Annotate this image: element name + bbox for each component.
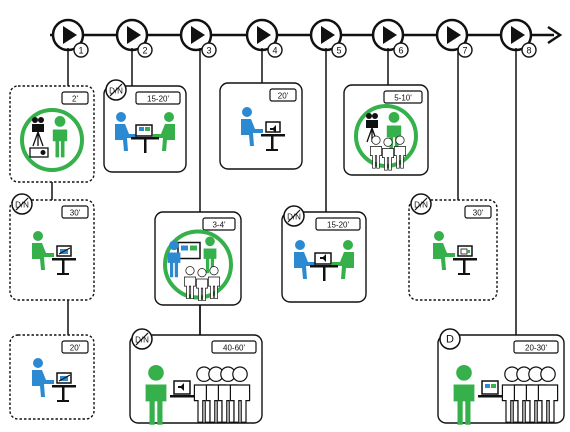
- step-4-play-icon: [245, 18, 279, 52]
- card-c1a: 2': [9, 85, 95, 183]
- day-night-badge: D/N: [105, 79, 127, 101]
- step-3-play-icon: [179, 18, 213, 52]
- duration-label: 20': [61, 340, 89, 354]
- duration-label: 40-60': [211, 340, 257, 354]
- step-number-badge: 6: [393, 42, 409, 58]
- step-7-play-icon: [435, 18, 469, 52]
- step-6-play-icon: [371, 18, 405, 52]
- day-badge: D: [439, 328, 461, 350]
- badge-text: D/N: [135, 336, 149, 345]
- card-c7: 30' D/N: [408, 193, 498, 301]
- duration-text: 40-60': [223, 344, 245, 353]
- duration-label: 15-20': [315, 217, 361, 231]
- card-c2: 15-20' D/N: [103, 79, 187, 173]
- scene-two-at-laptop-audio: [294, 240, 354, 281]
- step-number: 4: [272, 46, 277, 56]
- card-c3b: 40-60' D/N: [129, 328, 263, 425]
- step-number: 2: [142, 46, 147, 56]
- duration-label: 20': [269, 88, 297, 102]
- timeline: 1 2 3 4 5 6 7 8: [50, 18, 563, 58]
- day-night-badge: D/N: [11, 193, 33, 215]
- step-number-badge: 2: [137, 42, 153, 58]
- step-number: 1: [78, 46, 83, 56]
- duration-text: 30': [473, 209, 484, 218]
- badge-text: D/N: [15, 201, 29, 210]
- duration-text: 20-30': [525, 344, 547, 353]
- badge-text: D/N: [109, 87, 123, 96]
- duration-text: 20': [70, 344, 81, 353]
- card-c1c: 20': [9, 334, 95, 420]
- step-1-play-icon: [51, 18, 85, 52]
- step-number-badge: 3: [201, 42, 217, 58]
- duration-label: 30': [464, 205, 492, 219]
- scene-solo-laptop-video: [433, 231, 478, 276]
- card-c1b: 30' D/N: [9, 193, 95, 301]
- day-night-badge: D/N: [283, 205, 305, 227]
- duration-label: 30': [61, 205, 89, 219]
- day-night-badge: D/N: [410, 193, 432, 215]
- card-c5: 15-20' D/N: [281, 205, 367, 303]
- duration-label: 3-4': [202, 217, 236, 231]
- scene-solo-laptop-green: [32, 231, 77, 276]
- scene-presenter-group: [163, 229, 233, 302]
- scene-audience-audio: [145, 365, 251, 425]
- step-number: 5: [336, 46, 341, 56]
- card-c6: 5-10': [343, 84, 429, 176]
- card-c8: 20-30' D: [437, 328, 565, 425]
- step-number-badge: 4: [267, 42, 283, 58]
- duration-text: 20': [278, 92, 289, 101]
- badge-text: D: [446, 334, 454, 346]
- step-number-badge: 8: [521, 42, 537, 58]
- day-night-badge: D/N: [131, 328, 153, 350]
- step-number: 7: [462, 46, 467, 56]
- step-number-badge: 7: [457, 42, 473, 58]
- scene-two-at-laptop: [115, 112, 175, 153]
- step-number-badge: 1: [73, 42, 89, 58]
- scene-film-group: [354, 104, 418, 171]
- duration-text: 15-20': [147, 95, 169, 104]
- duration-text: 3-4': [212, 221, 226, 230]
- badge-text: D/N: [414, 201, 428, 210]
- step-number: 6: [398, 46, 403, 56]
- scene-film-observer: [20, 108, 84, 172]
- scene-solo-laptop-blue: [32, 358, 77, 403]
- badge-text: D/N: [287, 213, 301, 222]
- connectors: [51, 48, 517, 335]
- timeline-arrowhead: [547, 25, 563, 45]
- scene-solo-laptop-audio: [241, 107, 286, 152]
- duration-label: 5-10': [383, 90, 423, 104]
- duration-label: 20-30': [513, 340, 559, 354]
- scene-audience-video: [453, 365, 559, 425]
- duration-text: 2': [72, 95, 78, 104]
- card-c4: 20': [219, 82, 303, 170]
- card-c3a: 3-4': [154, 211, 242, 306]
- duration-text: 15-20': [327, 221, 349, 230]
- step-5-play-icon: [309, 18, 343, 52]
- step-number: 3: [206, 46, 211, 56]
- duration-label: 2': [61, 91, 89, 105]
- step-number-badge: 5: [331, 42, 347, 58]
- duration-text: 30': [70, 209, 81, 218]
- step-number: 8: [526, 46, 531, 56]
- duration-label: 15-20': [135, 91, 181, 105]
- duration-text: 5-10': [394, 94, 412, 103]
